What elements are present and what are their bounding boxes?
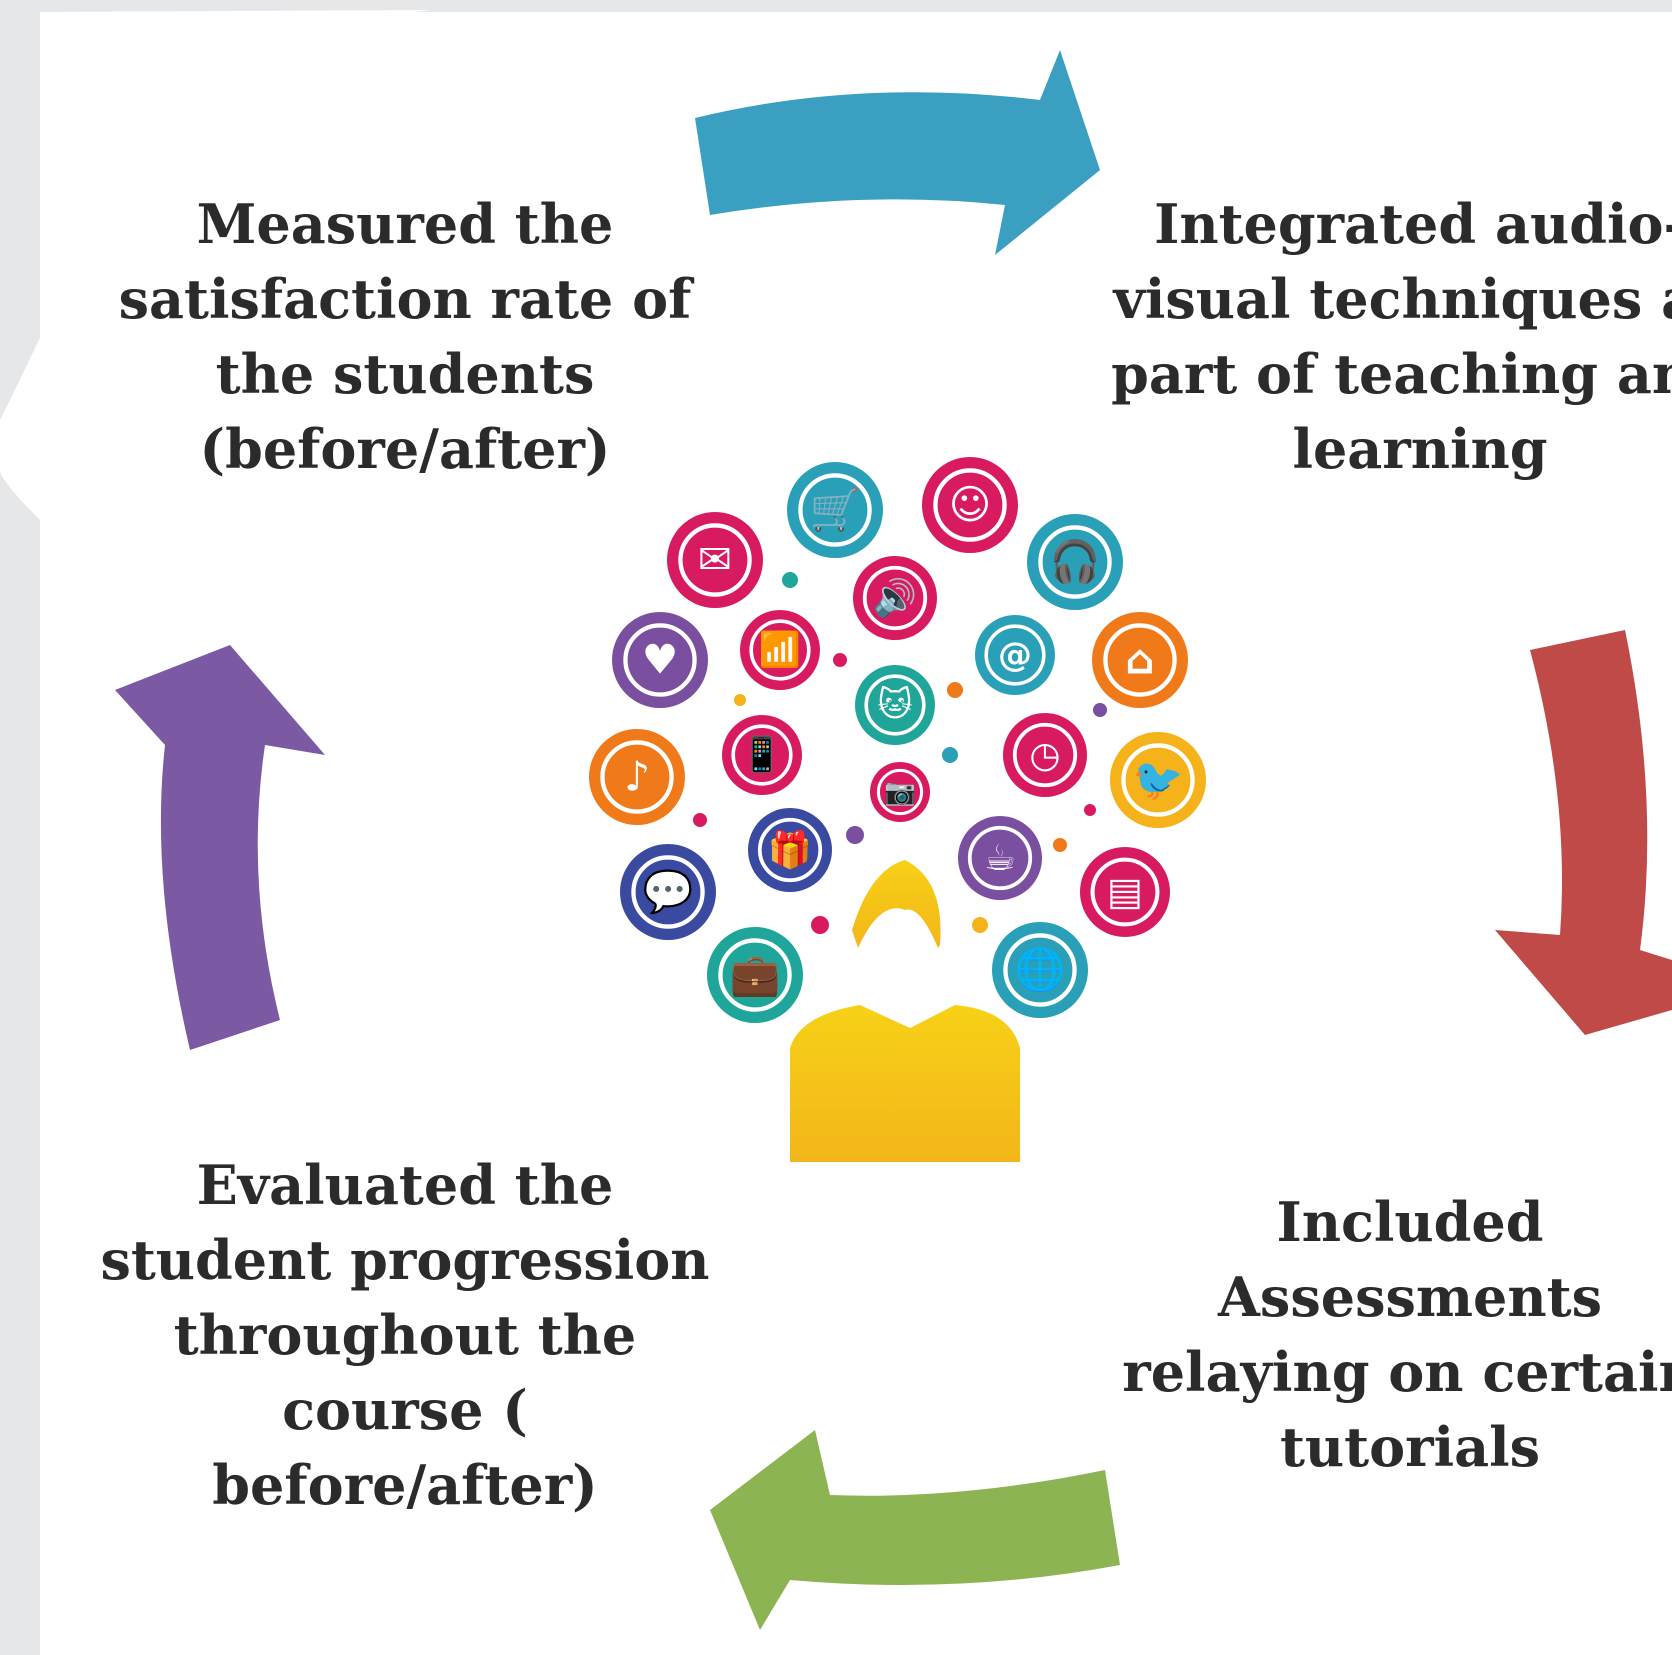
decorative-dot bbox=[833, 653, 847, 667]
svg-text:♥: ♥ bbox=[642, 635, 679, 683]
svg-text:☺: ☺ bbox=[949, 480, 992, 528]
at-icon: @ bbox=[975, 615, 1055, 695]
svg-text:🔊: 🔊 bbox=[873, 576, 917, 619]
svg-text:💼: 💼 bbox=[730, 950, 781, 998]
decorative-dot bbox=[972, 917, 988, 933]
svg-text:📱: 📱 bbox=[741, 735, 783, 775]
decorative-dot bbox=[734, 694, 746, 706]
svg-text:💬: 💬 bbox=[643, 867, 694, 915]
icon-cluster: 🛒 ☺ ✉ 🎧 🔊 ♥ 📶 @ ⌂ 🐱 ♪ 📱 ◷ 🐦 📷 💬 🎁 ☕ ▤ 💼 🌐 bbox=[589, 457, 1206, 1023]
step-line: student progression bbox=[100, 1228, 710, 1292]
heart-icon: ♥ bbox=[612, 612, 708, 708]
chat-icon: 💬 bbox=[620, 844, 716, 940]
speaker-icon: 🔊 bbox=[853, 556, 937, 640]
home-icon: ⌂ bbox=[1092, 612, 1188, 708]
svg-text:☕: ☕ bbox=[984, 838, 1016, 879]
cart-icon: 🛒 bbox=[787, 462, 883, 558]
step-line: course ( bbox=[282, 1378, 528, 1442]
cat-icon: 🐱 bbox=[855, 665, 935, 745]
svg-text:▤: ▤ bbox=[1107, 870, 1143, 915]
headphones-icon: 🎧 bbox=[1027, 514, 1123, 610]
svg-text:🐱: 🐱 bbox=[877, 685, 912, 725]
step-line: satisfaction rate of bbox=[118, 267, 692, 331]
step-line: visual techniques as bbox=[1113, 267, 1672, 331]
step-line: before/after) bbox=[212, 1453, 598, 1517]
globe-icon: 🌐 bbox=[992, 922, 1088, 1018]
step-line: tutorials bbox=[1279, 1415, 1541, 1479]
svg-text:🛒: 🛒 bbox=[810, 485, 861, 533]
step-line: learning bbox=[1292, 417, 1548, 481]
clock-icon: ◷ bbox=[1003, 713, 1087, 797]
step-label-top-right: Integrated audio- visual techniques as p… bbox=[1100, 187, 1672, 487]
step-line: the students bbox=[215, 342, 595, 406]
arrow-right bbox=[1495, 630, 1672, 1035]
decorative-dot bbox=[1053, 838, 1067, 852]
mail-icon: ✉ bbox=[667, 512, 763, 608]
arrow-left bbox=[115, 645, 325, 1050]
bird-icon: 🐦 bbox=[1110, 732, 1206, 828]
step-line: part of teaching and bbox=[1111, 342, 1672, 406]
step-line: relaying on certain bbox=[1122, 1340, 1672, 1404]
person-head bbox=[852, 860, 941, 948]
gift-icon: 🎁 bbox=[748, 808, 832, 892]
decorative-dot bbox=[811, 916, 829, 934]
step-line: throughout the bbox=[173, 1303, 637, 1367]
svg-text:◷: ◷ bbox=[1029, 735, 1060, 776]
decorative-dot bbox=[1093, 703, 1107, 717]
arrow-bottom bbox=[710, 1430, 1120, 1630]
svg-text:⌂: ⌂ bbox=[1125, 635, 1154, 683]
briefcase-icon: 💼 bbox=[707, 927, 803, 1023]
step-label-bottom-left: Evaluated the student progression throug… bbox=[95, 1148, 715, 1523]
decorative-dot bbox=[947, 682, 963, 698]
smiley-icon: ☺ bbox=[922, 457, 1018, 553]
svg-text:🎧: 🎧 bbox=[1050, 537, 1101, 585]
svg-text:✉: ✉ bbox=[698, 535, 732, 583]
wifi-icon: 📶 bbox=[740, 610, 820, 690]
svg-text:🐦: 🐦 bbox=[1133, 755, 1184, 803]
decorative-dot bbox=[693, 813, 707, 827]
step-line: Assessments bbox=[1218, 1265, 1602, 1329]
svg-text:📷: 📷 bbox=[884, 777, 916, 807]
step-line: Measured the bbox=[196, 192, 614, 256]
step-label-bottom-right: Included Assessments relaying on certain… bbox=[1110, 1185, 1672, 1485]
svg-text:🌐: 🌐 bbox=[1015, 945, 1066, 993]
camera-icon: 📷 bbox=[870, 762, 930, 822]
decorative-dot bbox=[782, 572, 798, 588]
svg-text:♪: ♪ bbox=[624, 752, 650, 800]
decorative-dot bbox=[942, 747, 958, 763]
notebook-icon: ▤ bbox=[1080, 847, 1170, 937]
phone-icon: 📱 bbox=[722, 715, 802, 795]
step-line: Evaluated the bbox=[196, 1153, 614, 1217]
svg-text:🎁: 🎁 bbox=[768, 829, 812, 871]
step-label-top-left: Measured the satisfaction rate of the st… bbox=[95, 187, 715, 487]
coffee-icon: ☕ bbox=[958, 816, 1042, 900]
person-body bbox=[790, 1005, 1020, 1162]
step-line: Included bbox=[1276, 1190, 1544, 1254]
decorative-dot bbox=[1084, 804, 1096, 816]
music-icon: ♪ bbox=[589, 729, 685, 825]
svg-text:@: @ bbox=[998, 635, 1032, 675]
step-line: (before/after) bbox=[199, 417, 611, 481]
step-line: Integrated audio- bbox=[1154, 192, 1672, 256]
decorative-dot bbox=[846, 826, 864, 844]
arrow-top bbox=[695, 50, 1100, 255]
svg-text:📶: 📶 bbox=[759, 630, 801, 670]
